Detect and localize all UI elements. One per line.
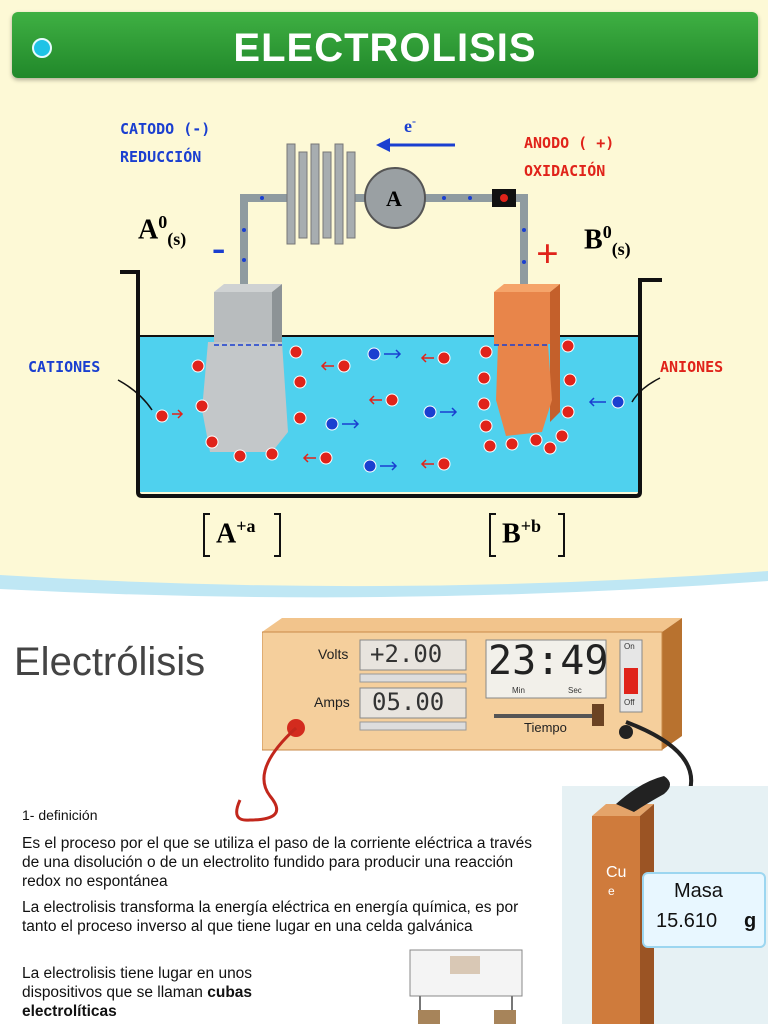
on-label: On [624,642,635,651]
copper-beaker [562,776,768,1024]
cation-arrows [172,353,434,469]
page-title: ELECTROLISIS [233,26,537,70]
reduction-label: REDUCCIÓN [120,148,202,166]
power-supply: Volts +2.00 Amps 05.00 23:49 Min Sec On … [261,610,682,760]
electrolysis-slide: ELECTROLISIS [0,0,768,598]
section-title: 1- definición [22,807,98,823]
oxidation-label: OXIDACIÓN [524,162,606,180]
anions-label: ANIONES [660,358,724,376]
amps-label: Amps [314,694,350,710]
slide-wave [0,571,768,598]
bracket-b-right [558,513,565,557]
cations-label: CATIONES [28,358,101,376]
title-bar: ELECTROLISIS [12,12,758,78]
mass-display: Masa 15.610 g [642,872,766,948]
anode-label: ANODO ( +) [524,134,615,152]
cation-dots [155,339,577,471]
amps-readout: 05.00 [372,688,445,716]
electrolysis-diagram [117,138,662,557]
volts-readout: +2.00 [370,640,443,668]
cu-label: Cu [606,864,627,881]
sec-label: Sec [568,686,582,695]
cells-text: La electrolisis tiene lugar en unos disp… [22,965,253,1001]
ammeter-label: A [386,186,402,211]
wire-dots [242,196,526,264]
battery [286,143,356,245]
bracket-a-right [274,513,281,557]
bracket-b-left [489,513,496,557]
energy-paragraph: La electrolisis transforma la energía el… [22,899,519,935]
cells-paragraph: La electrolisis tiene lugar en unos disp… [22,964,322,1021]
bracket-a-left [203,513,210,557]
b-electrode-label: B0(s) [584,222,631,259]
ammeter [364,167,426,229]
electron-label: e- [404,114,416,136]
cell-sketch [409,949,523,1024]
b-ion-label: B+b [502,516,541,550]
anode-electrode [494,284,560,436]
min-label: Min [512,686,525,695]
anion-dots [325,347,625,473]
off-label: Off [624,698,635,707]
definition-paragraph: Es el proceso por el que se utiliza el p… [22,835,533,890]
a-electrode-label: A0(s) [138,212,187,249]
cu-electron-label: e [608,884,615,898]
volts-label: Volts [318,646,349,662]
a-ion-label: A+a [216,516,256,550]
heading: Electrólisis [14,640,206,684]
tank [120,270,662,498]
cation-pointer [117,379,153,411]
bullet-icon [32,38,52,58]
mass-label: Masa [674,880,723,902]
cathode-label: CATODO (-) [120,120,211,138]
cathode-electrode [202,284,288,452]
mass-unit: g [744,910,757,932]
electrolysis-simulation: Electrólisis Volts +2.00 Amps 05.00 23:4… [0,600,768,1024]
cells-term: cubas electrolíticas [22,984,253,1020]
power-supply-body [261,618,682,751]
anion-arrows [342,349,606,471]
mass-value: 15.610 [656,910,718,932]
tiempo-label: Tiempo [524,720,567,735]
clock-readout: 23:49 [488,638,609,684]
minus-sign: - [212,225,226,270]
plus-sign: + [536,231,559,276]
anion-pointer [631,377,661,403]
